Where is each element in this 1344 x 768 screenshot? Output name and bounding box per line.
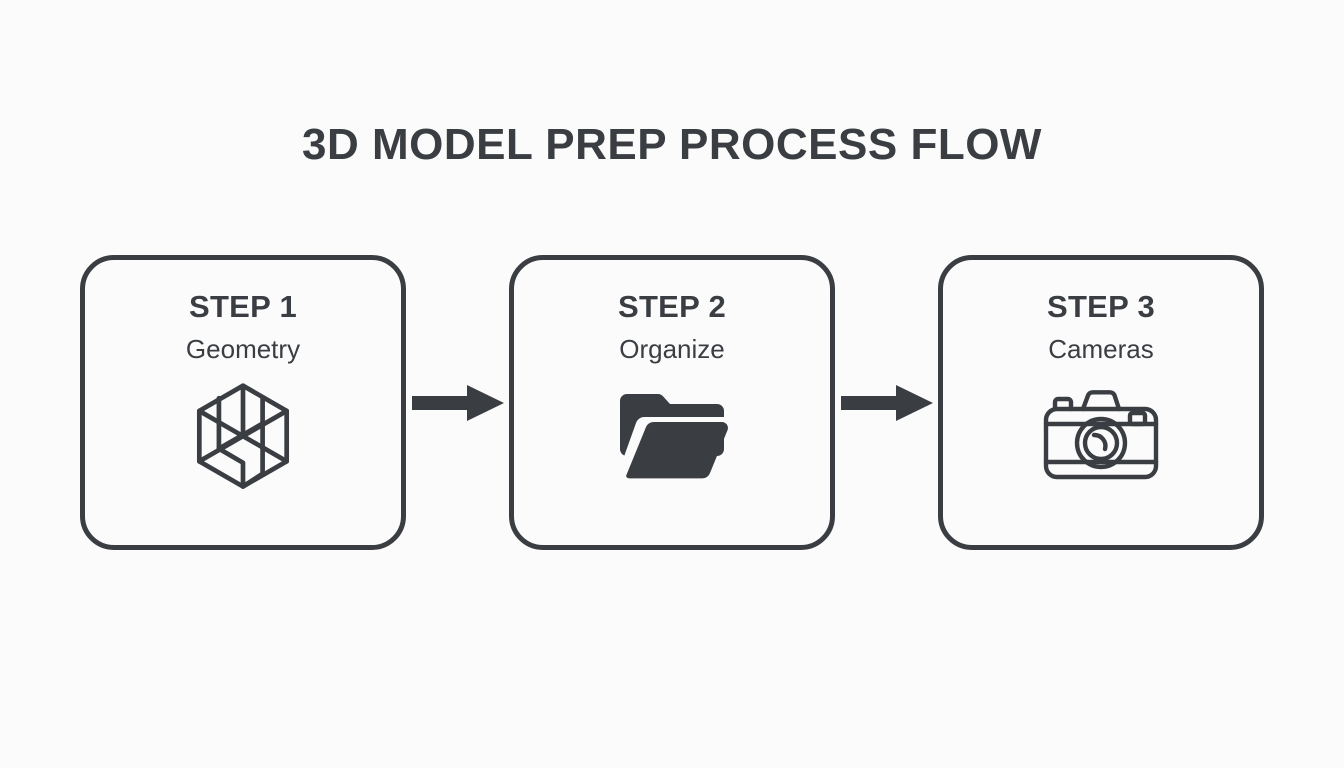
camera-icon [1041, 380, 1161, 490]
page-title: 3D MODEL PREP PROCESS FLOW [302, 120, 1042, 169]
step-card-2-step-label: STEP 2 [617, 289, 727, 324]
step-card-1[interactable]: STEP 1 Geometry [80, 255, 406, 550]
process-flow-row: STEP 1 Geometry [80, 255, 1264, 550]
step-card-3-name: Cameras [1048, 334, 1154, 364]
open-folder-icon [612, 380, 732, 490]
step-card-2[interactable]: STEP 2 Organize [509, 255, 835, 550]
step-card-1-name: Geometry [185, 334, 301, 364]
wireframe-cube-icon [183, 380, 303, 490]
step-card-1-step-label: STEP 1 [188, 289, 298, 324]
arrow-right-icon-2 [840, 384, 933, 421]
step-card-3-step-label: STEP 3 [1046, 289, 1156, 324]
arrow-right-icon-1 [411, 384, 504, 421]
step-card-2-name: Organize [619, 334, 725, 364]
step-card-3[interactable]: STEP 3 Cameras [938, 255, 1264, 550]
